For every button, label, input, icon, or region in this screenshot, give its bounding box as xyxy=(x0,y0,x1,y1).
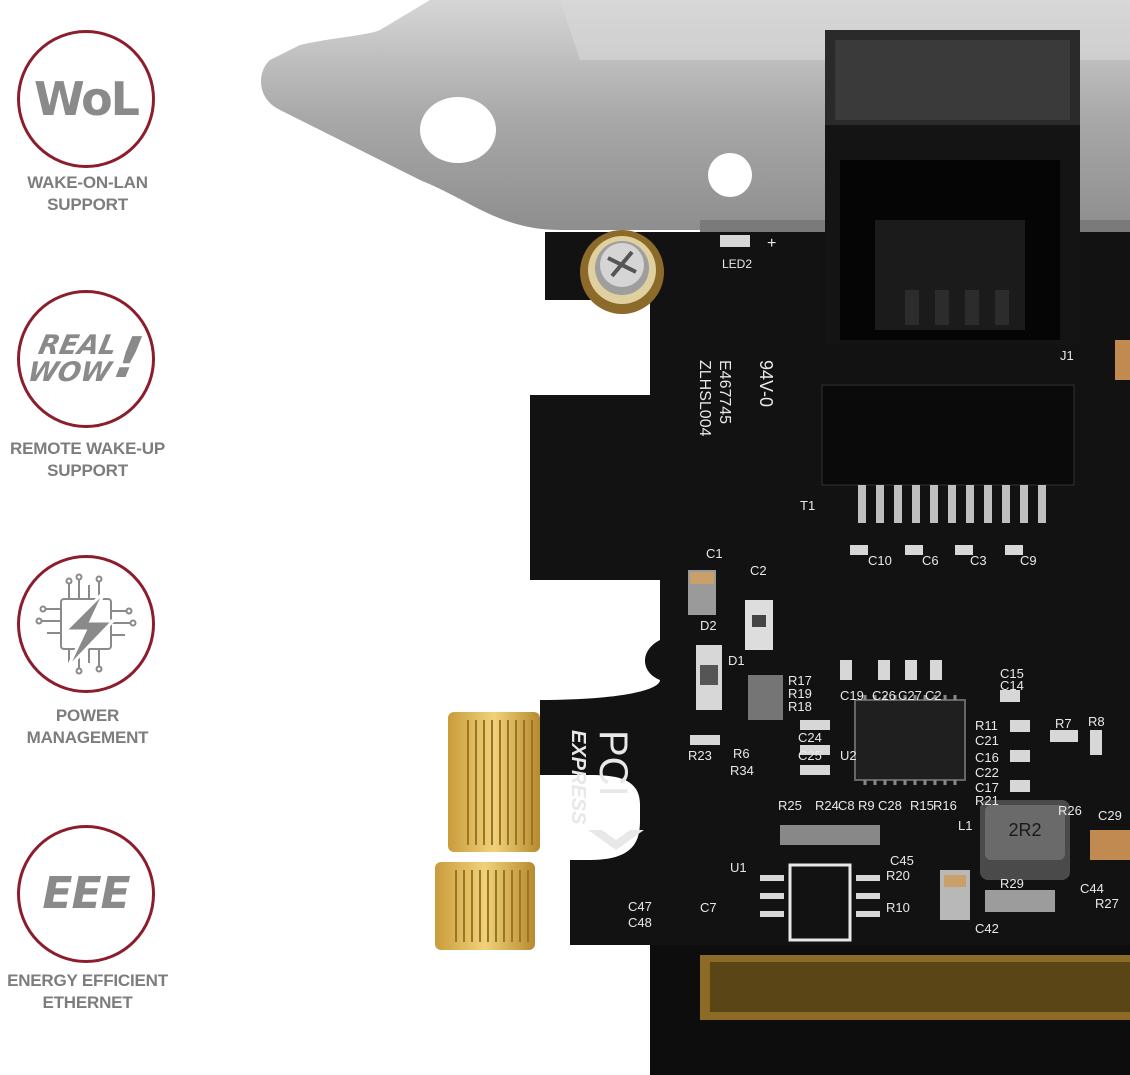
svg-text:L1: L1 xyxy=(958,818,972,833)
svg-text:R9: R9 xyxy=(858,798,875,813)
svg-text:C7: C7 xyxy=(700,900,717,915)
svg-text:T1: T1 xyxy=(800,498,815,513)
svg-text:C6: C6 xyxy=(922,553,939,568)
svg-text:C48: C48 xyxy=(628,915,652,930)
pcb-board xyxy=(530,232,1130,1075)
svg-text:C45: C45 xyxy=(890,853,914,868)
wol-badge-text: WoL xyxy=(33,72,140,126)
cert-label-1: 94V-0 xyxy=(756,360,776,407)
feature-caption: REMOTE WAKE-UP SUPPORT xyxy=(10,439,165,480)
svg-text:C29: C29 xyxy=(1098,808,1122,823)
bracket-hole xyxy=(420,97,496,163)
pci-logo-text: PCI xyxy=(591,730,635,797)
feature-caption: POWER MANAGEMENT xyxy=(26,706,149,747)
svg-text:U1: U1 xyxy=(730,860,747,875)
svg-text:C1: C1 xyxy=(706,546,723,561)
svg-text:C19: C19 xyxy=(840,688,864,703)
svg-text:R18: R18 xyxy=(788,699,812,714)
svg-text:R27: R27 xyxy=(1095,896,1119,911)
svg-text:R26: R26 xyxy=(1058,803,1082,818)
svg-text:U2: U2 xyxy=(840,748,857,763)
svg-text:R34: R34 xyxy=(730,763,754,778)
svg-text:R19: R19 xyxy=(788,686,812,701)
feature-list: WoL WAKE-ON-LAN SUPPORT REAL WOW ! REMOT… xyxy=(0,0,180,1075)
svg-text:C26: C26 xyxy=(872,688,896,703)
svg-text:+: + xyxy=(767,235,776,252)
svg-text:C28: C28 xyxy=(878,798,902,813)
svg-text:R25: R25 xyxy=(778,798,802,813)
svg-text:C3: C3 xyxy=(970,553,987,568)
inductor-label: 2R2 xyxy=(1008,820,1041,840)
eee-badge-text: EEE xyxy=(42,868,130,919)
network-card-photo: 2R2 xyxy=(180,0,1130,1075)
feature-caption: ENERGY EFFICIENT ETHERNET xyxy=(7,971,168,1012)
svg-text:C14: C14 xyxy=(1000,678,1024,693)
svg-text:R7: R7 xyxy=(1055,716,1072,731)
svg-text:R29: R29 xyxy=(1000,876,1024,891)
svg-text:C42: C42 xyxy=(975,921,999,936)
feature-caption: WAKE-ON-LAN SUPPORT xyxy=(27,173,148,214)
svg-text:R11: R11 xyxy=(975,718,998,733)
svg-text:C8: C8 xyxy=(838,798,855,813)
svg-text:C27: C27 xyxy=(898,688,922,703)
mounting-screw xyxy=(580,230,664,314)
svg-text:C22: C22 xyxy=(975,765,999,780)
bracket-hole-small xyxy=(708,153,752,197)
svg-text:C9: C9 xyxy=(1020,553,1037,568)
svg-text:R8: R8 xyxy=(1088,714,1105,729)
svg-text:C21: C21 xyxy=(975,733,999,748)
pcie-ethernet-card: 2R2 xyxy=(260,0,1130,1075)
svg-text:R24: R24 xyxy=(815,798,839,813)
transformer-t1 xyxy=(821,384,1075,523)
svg-text:C2: C2 xyxy=(750,563,767,578)
led-label: LED2 xyxy=(722,257,752,271)
svg-text:C47: C47 xyxy=(628,899,652,914)
svg-text:R10: R10 xyxy=(886,900,910,915)
svg-text:J1: J1 xyxy=(1060,348,1074,363)
smd-components xyxy=(688,235,1130,942)
svg-text:C15: C15 xyxy=(1000,666,1024,681)
svg-text:R15: R15 xyxy=(910,798,934,813)
svg-text:C25: C25 xyxy=(798,748,822,763)
real-wow-icon: REAL WOW ! xyxy=(17,290,155,428)
svg-text:D1: D1 xyxy=(728,653,745,668)
pcie-gold-fingers xyxy=(435,712,540,950)
svg-text:D2: D2 xyxy=(700,618,717,633)
cert-label-2: E467745 xyxy=(716,360,733,424)
svg-text:C44: C44 xyxy=(1080,881,1104,896)
svg-text:R16: R16 xyxy=(933,798,957,813)
svg-text:C10: C10 xyxy=(868,553,892,568)
express-logo-text: EXPRESS xyxy=(567,730,589,825)
inductor-2r2: 2R2 xyxy=(980,800,1070,880)
svg-text:R20: R20 xyxy=(886,868,910,883)
svg-text:C24: C24 xyxy=(798,730,822,745)
rj45-port xyxy=(825,30,1080,345)
svg-text:C16: C16 xyxy=(975,750,999,765)
ethernet-controller-chip xyxy=(854,695,966,785)
svg-text:R17: R17 xyxy=(788,673,812,688)
svg-text:R6: R6 xyxy=(733,746,750,761)
wol-icon: WoL xyxy=(17,30,155,168)
svg-text:R23: R23 xyxy=(688,748,712,763)
cert-label-3: ZLHSL004 xyxy=(696,360,713,437)
svg-text:C17: C17 xyxy=(975,780,999,795)
svg-text:R21: R21 xyxy=(975,793,999,808)
svg-text:C2: C2 xyxy=(925,688,942,703)
power-chip-lightning-icon xyxy=(17,555,155,693)
chip-lightning-icon xyxy=(35,573,137,675)
pci-express-chevron xyxy=(588,830,644,850)
silkscreen: LED2 + PCI EXPRESS 94V-0 E467745 ZLHSL00… xyxy=(567,235,1122,936)
eee-icon: EEE xyxy=(17,825,155,963)
